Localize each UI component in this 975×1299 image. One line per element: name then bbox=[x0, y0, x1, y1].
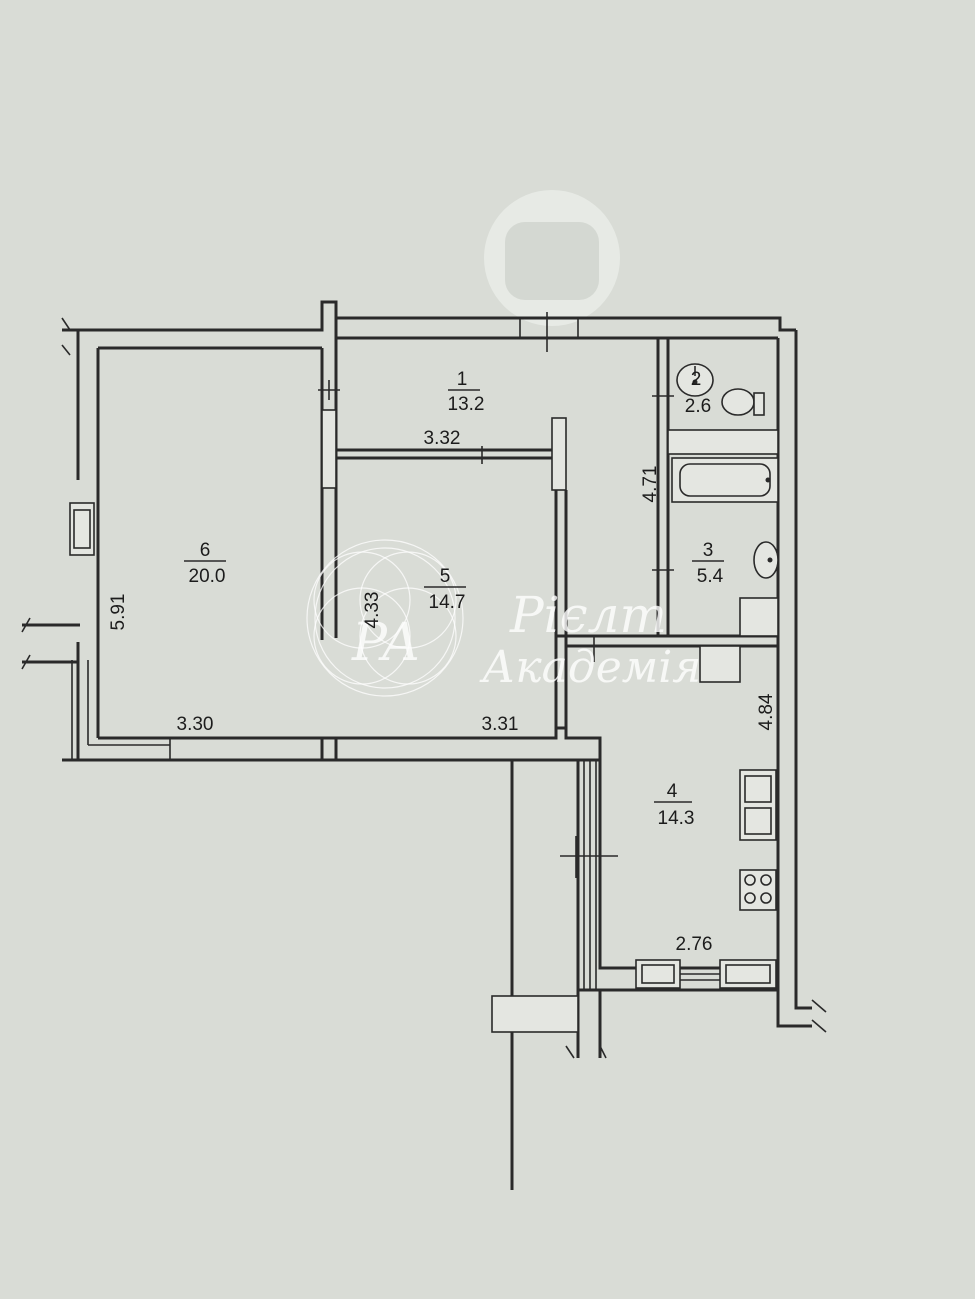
washbasin-icon bbox=[753, 541, 779, 579]
watermark-monogram: PA bbox=[351, 613, 420, 673]
room-5-number: 5 bbox=[440, 566, 451, 587]
bathtub-icon bbox=[667, 429, 779, 503]
room-1-number: 1 bbox=[457, 369, 468, 390]
washing-machine-icon bbox=[739, 597, 779, 637]
dim-room6-height: 5.91 bbox=[108, 594, 129, 631]
dim-room5-width: 3.31 bbox=[482, 714, 519, 735]
room-4-area: 14.3 bbox=[658, 808, 695, 829]
dim-room5-height: 4.33 bbox=[362, 592, 383, 629]
room-2-number: 2 bbox=[691, 369, 702, 390]
watermark-line2: Академія bbox=[479, 642, 701, 693]
room-3-area: 5.4 bbox=[697, 566, 724, 587]
camera-blur-spot bbox=[484, 190, 620, 326]
toilet-icon bbox=[721, 388, 765, 416]
dim-room6-width: 3.30 bbox=[177, 714, 214, 735]
room-2-label: 2 2.6 bbox=[685, 369, 711, 417]
watermark-line1: Рієлт bbox=[509, 586, 667, 644]
dim-kitchen-width: 2.76 bbox=[676, 934, 713, 955]
room-6-number: 6 bbox=[200, 540, 211, 561]
watermark-logo: PA Рієлт Академія bbox=[306, 539, 701, 697]
kitchen-sink-icon bbox=[739, 769, 777, 841]
room-2-area: 2.6 bbox=[685, 396, 711, 417]
fixtures bbox=[69, 502, 777, 989]
room-6-label: 6 20.0 bbox=[184, 540, 226, 587]
room-5-label: 5 14.7 bbox=[424, 566, 466, 613]
walls bbox=[21, 300, 827, 1190]
room-4-label: 4 14.3 bbox=[654, 781, 694, 829]
dim-bath-height: 4.71 bbox=[640, 466, 661, 503]
room-1-area: 13.2 bbox=[448, 394, 485, 415]
room-3-number: 3 bbox=[703, 540, 714, 561]
column bbox=[491, 995, 579, 1033]
wall-niche bbox=[699, 645, 741, 683]
stove-icon bbox=[739, 869, 777, 911]
room-3-label: 3 5.4 bbox=[692, 540, 724, 587]
room-4-number: 4 bbox=[667, 781, 678, 802]
room-1-label: 1 13.2 bbox=[448, 369, 485, 415]
dim-room1-width: 3.32 bbox=[424, 428, 461, 449]
doorway-frame bbox=[321, 409, 337, 489]
room-6-area: 20.0 bbox=[189, 566, 226, 587]
wall-block bbox=[551, 417, 567, 491]
sink-small-icon bbox=[676, 363, 714, 397]
dim-kitchen-height: 4.84 bbox=[756, 693, 777, 730]
room-5-area: 14.7 bbox=[429, 592, 466, 613]
